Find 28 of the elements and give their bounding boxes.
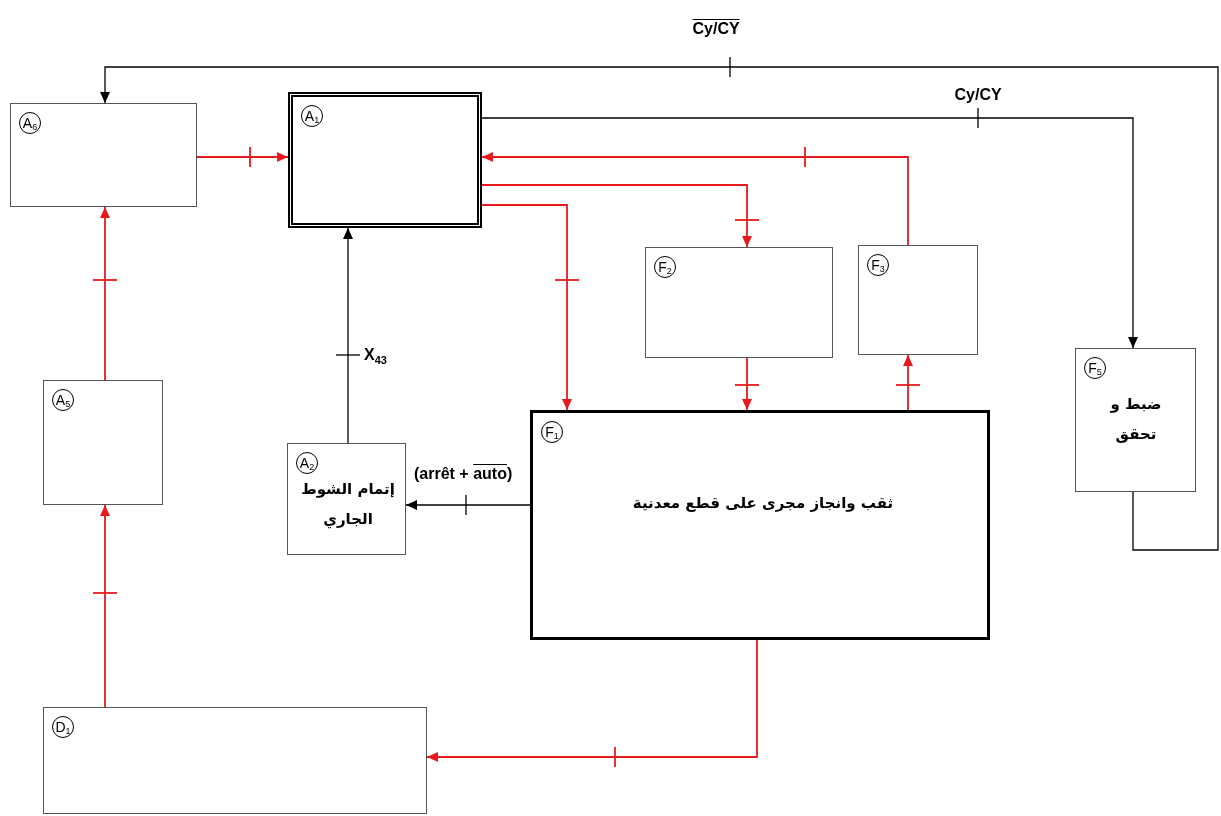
- arrow: [343, 227, 353, 444]
- step-box: [645, 247, 833, 358]
- arrow: [481, 152, 909, 246]
- arrow: [426, 639, 758, 762]
- step-box: [288, 92, 482, 228]
- step-box: [287, 443, 406, 555]
- step-box: [43, 380, 163, 505]
- arrow: [100, 504, 110, 708]
- step-box: [10, 103, 197, 207]
- step-box: [530, 410, 990, 640]
- edge-label: Cy/CY: [690, 20, 742, 38]
- arrow: [742, 357, 752, 411]
- step-text: ضبط و تحقق: [1109, 394, 1163, 445]
- edge-label: (arrêt + auto): [412, 465, 515, 483]
- arrow: [196, 152, 289, 162]
- step-text: إتمام الشوط الجاري: [300, 479, 396, 531]
- step-box: [1075, 348, 1196, 492]
- arrow: [481, 184, 752, 248]
- step-box: [43, 707, 427, 814]
- arrow: [100, 66, 1219, 551]
- edge-label: Cy/CY: [952, 86, 1004, 104]
- step-box: [858, 245, 978, 355]
- arrow: [100, 206, 110, 381]
- arrow: [481, 117, 1138, 349]
- arrow: [903, 354, 913, 411]
- arrow: [481, 204, 572, 411]
- arrow: [405, 500, 531, 510]
- step-text: ثقب وانجاز مجرى على قطع معدنية: [631, 493, 895, 514]
